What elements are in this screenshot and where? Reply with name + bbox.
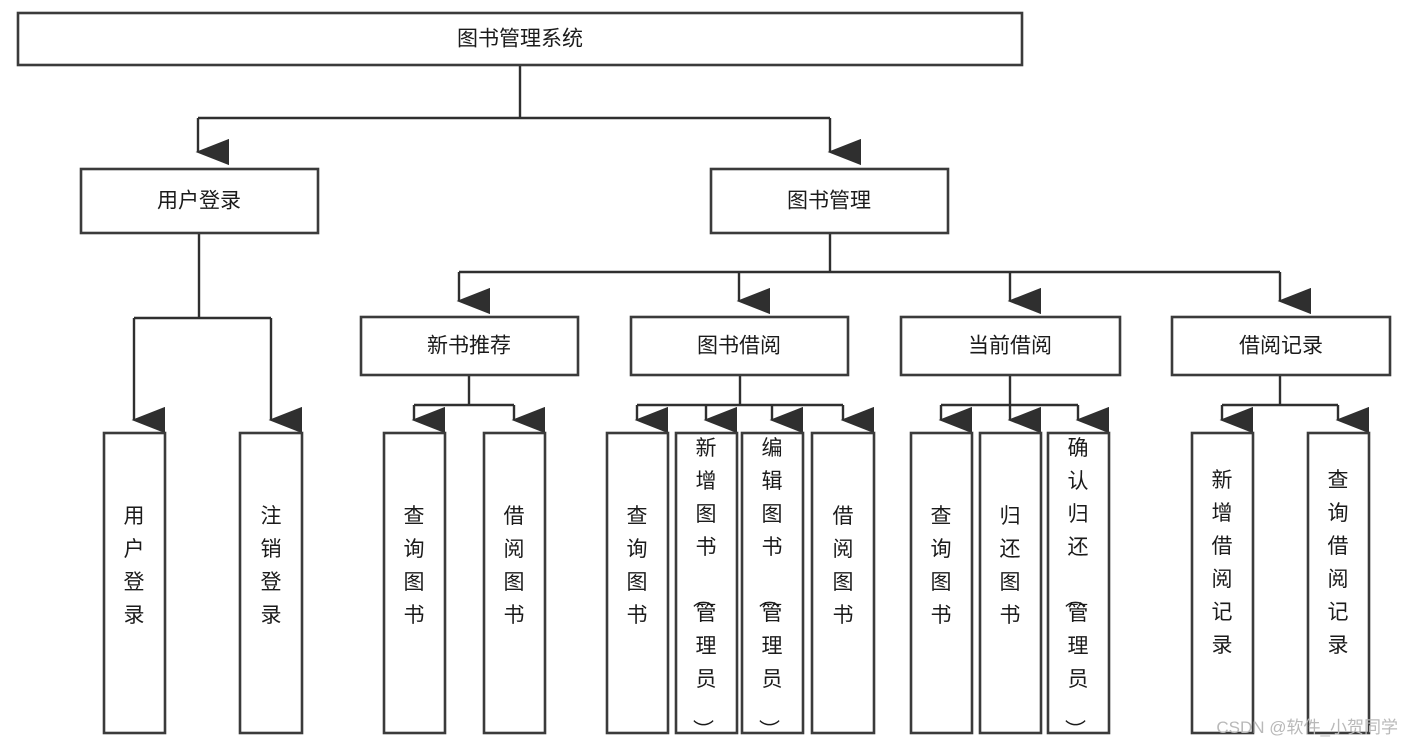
node-leaf-logout-box[interactable] bbox=[238, 431, 304, 735]
node-user-login-label: 用户登录 bbox=[157, 190, 241, 213]
node-leaf-query-book-1-box[interactable] bbox=[382, 431, 447, 735]
node-root-label: 图书管理系统 bbox=[457, 28, 583, 51]
node-current-borrow[interactable]: 当前借阅 bbox=[899, 315, 1122, 377]
node-leaf-query-book-2[interactable]: 查询图书 bbox=[605, 431, 670, 735]
node-book-borrow-box[interactable] bbox=[629, 315, 850, 377]
node-leaf-query-book-2-label: 查询图书 bbox=[627, 505, 648, 627]
node-current-borrow-label: 当前借阅 bbox=[968, 335, 1052, 358]
node-root[interactable]: 图书管理系统 bbox=[16, 11, 1024, 67]
node-leaf-query-book-3-label: 查询图书 bbox=[931, 505, 952, 627]
node-leaf-query-book-2-box[interactable] bbox=[605, 431, 670, 735]
csdn-watermark: CSDN @软件_小贺同学 bbox=[1216, 718, 1398, 737]
node-book-borrow-label: 图书借阅 bbox=[697, 335, 781, 358]
node-book-borrow[interactable]: 图书借阅 bbox=[629, 315, 850, 377]
node-new-book-rec-box[interactable] bbox=[359, 315, 580, 377]
node-root-box[interactable] bbox=[16, 11, 1024, 67]
node-leaf-query-book-1-label: 查询图书 bbox=[404, 505, 425, 627]
node-leaf-logout-label: 注销登录 bbox=[261, 505, 282, 627]
node-leaf-borrow-book-2[interactable]: 借阅图书 bbox=[810, 431, 876, 735]
node-leaf-add-book-label: 新增图书（管理员） bbox=[691, 437, 717, 740]
node-user-login[interactable]: 用户登录 bbox=[79, 167, 320, 235]
node-leaf-borrow-book-1-label: 借阅图书 bbox=[504, 505, 525, 627]
node-leaf-edit-book-label: 编辑图书（管理员） bbox=[757, 437, 783, 740]
node-leaf-user-login[interactable]: 用户登录 bbox=[102, 431, 167, 735]
node-borrow-record-label: 借阅记录 bbox=[1239, 335, 1323, 358]
node-leaf-edit-book-box[interactable] bbox=[740, 431, 805, 735]
node-leaf-query-book-3-box[interactable] bbox=[909, 431, 974, 735]
node-leaf-add-record-label: 新增借阅记录 bbox=[1212, 469, 1233, 657]
node-leaf-add-record[interactable]: 新增借阅记录 bbox=[1190, 431, 1255, 735]
node-user-login-box[interactable] bbox=[79, 167, 320, 235]
connector-layer bbox=[131, 65, 1370, 434]
node-new-book-rec[interactable]: 新书推荐 bbox=[359, 315, 580, 377]
node-leaf-borrow-book-1-box[interactable] bbox=[482, 431, 547, 735]
node-borrow-record-box[interactable] bbox=[1170, 315, 1392, 377]
node-leaf-return-book-box[interactable] bbox=[978, 431, 1043, 735]
node-leaf-query-book-3[interactable]: 查询图书 bbox=[909, 431, 974, 735]
node-leaf-user-login-box[interactable] bbox=[102, 431, 167, 735]
node-leaf-borrow-book-1[interactable]: 借阅图书 bbox=[482, 431, 547, 735]
node-leaf-return-book[interactable]: 归还图书 bbox=[978, 431, 1043, 735]
node-leaf-add-book-box[interactable] bbox=[674, 431, 739, 735]
node-borrow-record[interactable]: 借阅记录 bbox=[1170, 315, 1392, 377]
node-leaf-confirm-return[interactable]: 确认归还（管理员） bbox=[1046, 431, 1111, 740]
node-book-manage-box[interactable] bbox=[709, 167, 950, 235]
node-leaf-query-record[interactable]: 查询借阅记录 bbox=[1306, 431, 1371, 735]
node-leaf-edit-book[interactable]: 编辑图书（管理员） bbox=[740, 431, 805, 740]
node-leaf-query-record-label: 查询借阅记录 bbox=[1328, 469, 1349, 657]
node-leaf-return-book-label: 归还图书 bbox=[1000, 505, 1021, 627]
node-leaf-borrow-book-2-label: 借阅图书 bbox=[833, 505, 854, 627]
node-leaf-add-record-box[interactable] bbox=[1190, 431, 1255, 735]
node-leaf-add-book[interactable]: 新增图书（管理员） bbox=[674, 431, 739, 740]
node-leaf-confirm-return-label: 确认归还（管理员） bbox=[1063, 437, 1089, 740]
node-new-book-rec-label: 新书推荐 bbox=[427, 335, 511, 358]
node-leaf-confirm-return-box[interactable] bbox=[1046, 431, 1111, 735]
node-leaf-user-login-label: 用户登录 bbox=[124, 505, 145, 627]
node-book-manage[interactable]: 图书管理 bbox=[709, 167, 950, 235]
node-leaf-query-record-box[interactable] bbox=[1306, 431, 1371, 735]
node-leaf-borrow-book-2-box[interactable] bbox=[810, 431, 876, 735]
node-book-manage-label: 图书管理 bbox=[787, 190, 871, 213]
node-current-borrow-box[interactable] bbox=[899, 315, 1122, 377]
node-leaf-query-book-1[interactable]: 查询图书 bbox=[382, 431, 447, 735]
node-leaf-logout[interactable]: 注销登录 bbox=[238, 431, 304, 735]
